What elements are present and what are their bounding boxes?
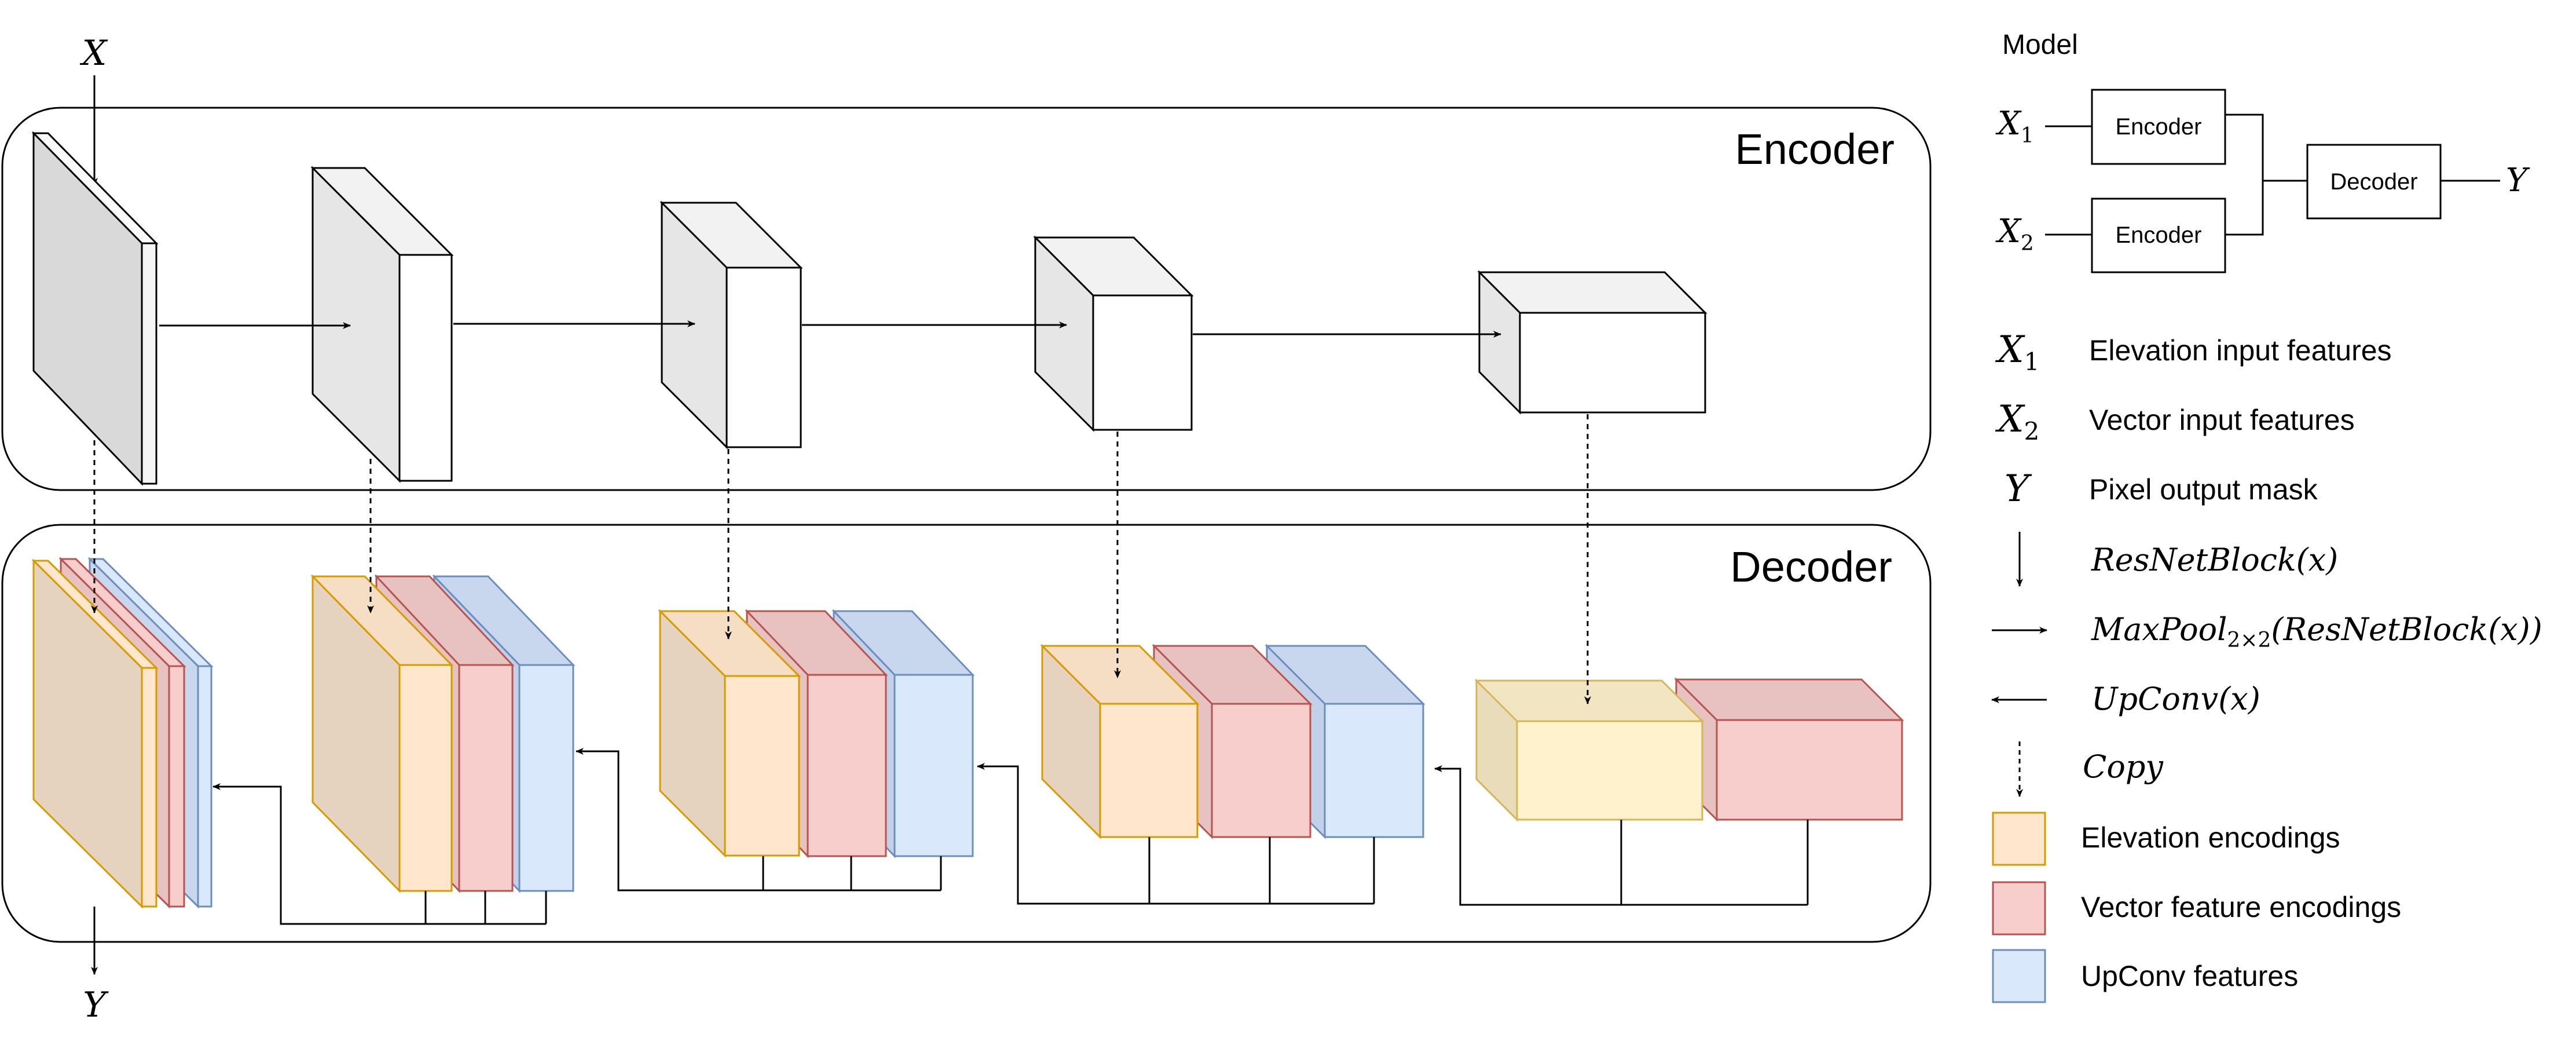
- model-input-1: X1: [1995, 105, 2034, 148]
- model-title: Model: [2002, 30, 2078, 60]
- legend-x1-symbol: X1: [1995, 328, 2039, 376]
- legend-maxpool-text: MaxPool2×2(ResNetBlock(x)): [2091, 611, 2542, 652]
- decoder-group-4: [1040, 644, 1426, 839]
- upconv-path-4: [977, 766, 1375, 905]
- model-diagram: Model X1 X2 Encoder Encoder Decoder Y: [1995, 30, 2530, 273]
- model-encoder-label-1: Encoder: [2116, 114, 2202, 140]
- legend-copy-text: Copy: [2083, 748, 2164, 785]
- model-decoder-label: Decoder: [2330, 169, 2417, 195]
- elevation-slab-4: [1040, 644, 1200, 839]
- legend-x1-text: Elevation input features: [2089, 334, 2392, 367]
- decoder-group-5: [1474, 677, 1904, 822]
- encoder-block-4: [1033, 235, 1194, 432]
- legend-x2-symbol: X2: [1995, 398, 2039, 445]
- model-encoder-label-2: Encoder: [2116, 222, 2202, 248]
- encoder-title: Encoder: [1735, 125, 1895, 173]
- upconv-path-2: [213, 787, 547, 925]
- legend-upconv-swatch: [1992, 949, 2046, 1003]
- legend-elevation-text: Elevation encodings: [2081, 821, 2340, 854]
- decoder-group-1: [31, 557, 214, 909]
- model-encoder-box-1: [2091, 89, 2226, 165]
- legend-vector-swatch: [1992, 881, 2046, 936]
- legend-x2-text: Vector input features: [2089, 404, 2355, 436]
- legend-y-text: Pixel output mask: [2089, 473, 2318, 506]
- decoder-group-3: [658, 609, 975, 858]
- encoder-block-2: [310, 166, 454, 483]
- model-input-2: X2: [1995, 213, 2034, 255]
- model-output: Y: [2506, 162, 2530, 199]
- legend-elevation-swatch: [1992, 812, 2046, 866]
- decoder-group-2: [310, 574, 576, 893]
- elevation-slab-3: [658, 609, 801, 858]
- elevation-slab-1: [31, 558, 159, 909]
- upconv-path-5: [1435, 769, 1809, 906]
- legend-upconv-features-text: UpConv features: [2081, 960, 2298, 992]
- upconv-connectors: [213, 751, 1809, 925]
- elevation-slab-2: [310, 574, 454, 893]
- copy-arrows: [91, 414, 1591, 704]
- output-y-label: Y: [83, 985, 109, 1025]
- legend-resnet-text: ResNetBlock(x): [2091, 542, 2338, 578]
- decoder-title: Decoder: [1730, 543, 1892, 591]
- encoder-block-1: [31, 131, 159, 486]
- legend-upconv-text: UpConv(x): [2091, 681, 2260, 717]
- upconv-path-3: [576, 751, 942, 891]
- legend-vector-text: Vector feature encodings: [2081, 891, 2401, 923]
- legend-y-symbol: Y: [2005, 467, 2032, 510]
- encoder-block-5: [1477, 270, 1707, 415]
- legend: X1 Elevation input features X2 Vector in…: [1991, 328, 2542, 1003]
- encoder-panel: Encoder: [1, 107, 1932, 491]
- input-x-label: X: [80, 33, 108, 74]
- model-decoder-box: [2306, 144, 2442, 220]
- vector-slab-5: [1674, 677, 1904, 822]
- elevation-slab-5: [1474, 678, 1705, 822]
